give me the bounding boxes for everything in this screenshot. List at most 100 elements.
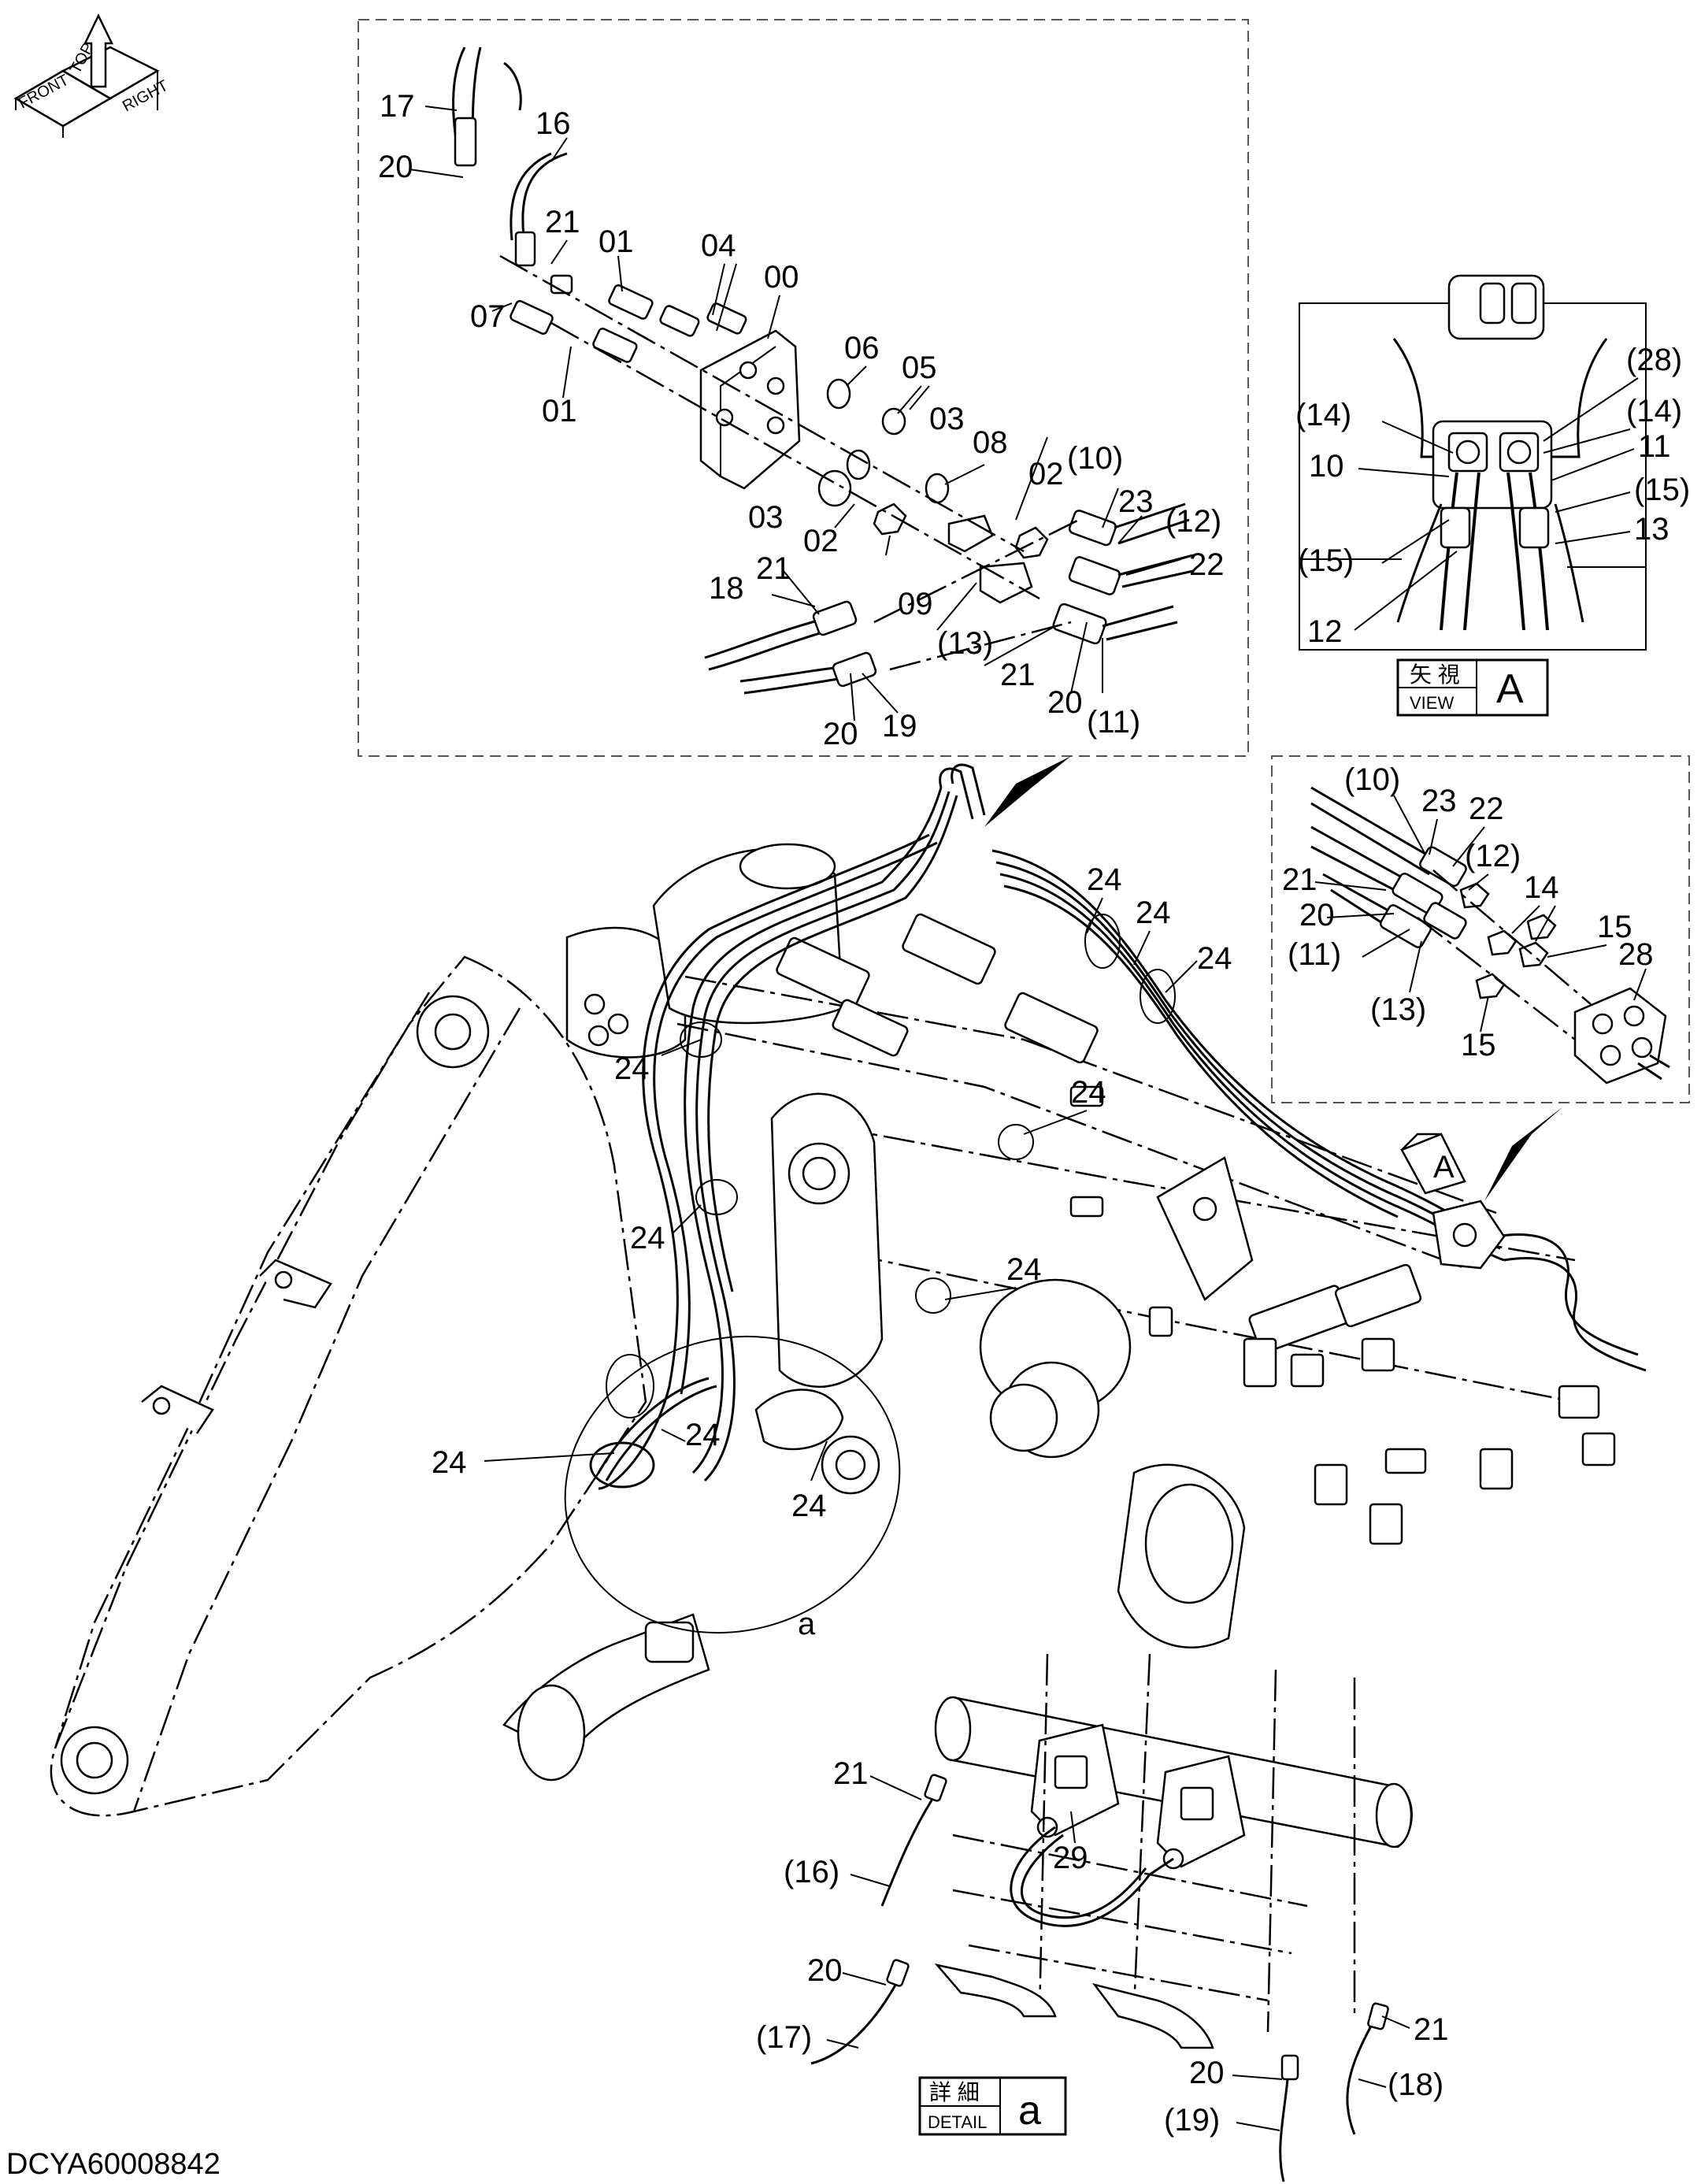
part-label: 07 bbox=[470, 299, 506, 334]
part-label: 08 bbox=[973, 425, 1008, 460]
part-label: 24 bbox=[1197, 941, 1232, 976]
part-label: 01 bbox=[598, 224, 634, 259]
part-label: 13 bbox=[1634, 512, 1670, 547]
part-label: (10) bbox=[1344, 762, 1400, 797]
part-label: 20 bbox=[1189, 2056, 1225, 2090]
part-label: (13) bbox=[937, 626, 993, 661]
detail-a-box: 詳 細 DETAIL a bbox=[918, 2076, 1067, 2136]
part-label: 24 bbox=[791, 1489, 827, 1523]
view-kanji: 矢 視 bbox=[1410, 662, 1460, 687]
part-label: (14) bbox=[1295, 398, 1351, 432]
main-boom-assembly bbox=[50, 843, 1616, 1817]
part-label: 29 bbox=[1053, 1841, 1088, 1875]
part-label: 05 bbox=[902, 350, 937, 385]
part-label: 21 bbox=[833, 1756, 869, 1791]
part-label: 19 bbox=[882, 709, 917, 743]
part-label: 28 bbox=[1618, 937, 1654, 972]
part-label: 21 bbox=[1414, 2012, 1449, 2047]
part-label: 03 bbox=[748, 500, 784, 535]
part-label: 24 bbox=[1136, 895, 1171, 930]
valve-block-left bbox=[1030, 1723, 1120, 1838]
part-label: (15) bbox=[1298, 543, 1354, 578]
part-label: 09 bbox=[898, 587, 933, 621]
coupler-28 bbox=[1573, 987, 1670, 1085]
right-frame-brackets bbox=[1243, 1263, 1616, 1545]
part-label: (15) bbox=[1634, 473, 1690, 507]
part-label: (16) bbox=[784, 1855, 839, 1889]
main-hose-routing bbox=[598, 763, 1647, 1490]
part-label: 04 bbox=[701, 228, 736, 263]
detail-circle-a: a bbox=[564, 1335, 901, 1641]
upper-exploded-panel bbox=[358, 19, 1249, 757]
view-arrow-letter: A bbox=[1433, 1150, 1455, 1185]
part-label: (12) bbox=[1166, 504, 1221, 539]
view-a-labels: (28) (14) (14) 10 11 (15) 13 (15) 12 矢 視… bbox=[1295, 343, 1690, 717]
orientation-marker: FRONT TOP RIGHT bbox=[13, 13, 171, 138]
part-label: 23 bbox=[1421, 784, 1457, 818]
upper-deck-brackets bbox=[776, 913, 1173, 1337]
main-view-labels: 24 24 24 24 24 24 24 24 24 24 bbox=[432, 862, 1232, 1523]
lower-detail-labels: 21 (16) 29 20 (17) 21 20 (18) (19) bbox=[756, 1756, 1449, 2138]
part-label: (17) bbox=[756, 2020, 812, 2055]
part-label: 24 bbox=[614, 1051, 650, 1086]
part-label: 01 bbox=[542, 394, 577, 428]
part-label: 21 bbox=[545, 205, 580, 239]
view-arrow-a: A bbox=[1400, 1133, 1466, 1195]
part-label: 16 bbox=[536, 106, 571, 141]
part-label: 20 bbox=[807, 1953, 843, 1988]
part-label: 02 bbox=[1028, 457, 1064, 491]
part-label: 21 bbox=[756, 551, 791, 586]
part-label: 15 bbox=[1461, 1028, 1496, 1062]
view-a-box: 矢 視 VIEW A bbox=[1396, 658, 1549, 717]
part-label: 20 bbox=[378, 150, 413, 184]
part-label: 23 bbox=[1118, 484, 1154, 519]
part-label: 20 bbox=[1047, 685, 1083, 720]
part-label: 24 bbox=[685, 1418, 721, 1452]
part-label: 06 bbox=[844, 331, 880, 365]
upper-panel-labels: 17 20 16 21 01 04 00 07 01 06 05 03 08 0… bbox=[378, 89, 1225, 751]
part-label: (14) bbox=[1626, 394, 1682, 428]
right-detail-panel bbox=[1271, 755, 1690, 1103]
part-label: (13) bbox=[1370, 992, 1426, 1027]
callout-arrow-upper bbox=[984, 756, 1071, 827]
part-label: (11) bbox=[1087, 705, 1140, 740]
part-label: (12) bbox=[1465, 839, 1521, 873]
part-label: 21 bbox=[1000, 658, 1036, 692]
part-label: 22 bbox=[1469, 792, 1504, 826]
detail-word: DETAIL bbox=[928, 2112, 987, 2132]
bracket-00 bbox=[699, 329, 801, 490]
fittings-row bbox=[510, 274, 747, 363]
view-a-panel bbox=[1299, 274, 1647, 651]
valve-block-right bbox=[1156, 1755, 1246, 1870]
part-label: 20 bbox=[823, 717, 858, 751]
part-label: 21 bbox=[1282, 862, 1317, 897]
detail-letter: a bbox=[1018, 2088, 1041, 2134]
detail-circle-letter: a bbox=[798, 1607, 816, 1641]
part-label: 22 bbox=[1189, 547, 1225, 582]
right-panel-labels: (10) 23 22 (12) 21 20 14 15 28 (11) (13)… bbox=[1282, 762, 1654, 1062]
part-label: 24 bbox=[630, 1221, 665, 1255]
document-code: DCYA60008842 bbox=[6, 2148, 220, 2181]
view-letter: A bbox=[1496, 666, 1524, 712]
part-label: 17 bbox=[380, 89, 415, 124]
part-label: (28) bbox=[1626, 343, 1682, 377]
part-label: 24 bbox=[1087, 862, 1122, 897]
part-label: 02 bbox=[803, 524, 839, 558]
part-label: 24 bbox=[1071, 1075, 1106, 1110]
part-label: 18 bbox=[709, 571, 744, 606]
part-label: 03 bbox=[929, 402, 965, 436]
part-label: 20 bbox=[1299, 898, 1335, 933]
part-label: 24 bbox=[1006, 1252, 1042, 1287]
part-label: (18) bbox=[1388, 2067, 1443, 2102]
callout-arrow-view-a bbox=[1484, 1107, 1563, 1201]
detail-kanji: 詳 細 bbox=[929, 2080, 980, 2104]
part-label: 15 bbox=[1597, 910, 1632, 944]
part-label: 00 bbox=[764, 260, 799, 295]
part-label: 11 bbox=[1638, 429, 1671, 464]
part-label: 10 bbox=[1309, 449, 1344, 484]
lower-detail-a bbox=[810, 1653, 1413, 2182]
view-word: VIEW bbox=[1410, 693, 1454, 713]
part-label: 12 bbox=[1307, 614, 1343, 649]
part-label: (10) bbox=[1067, 441, 1123, 476]
